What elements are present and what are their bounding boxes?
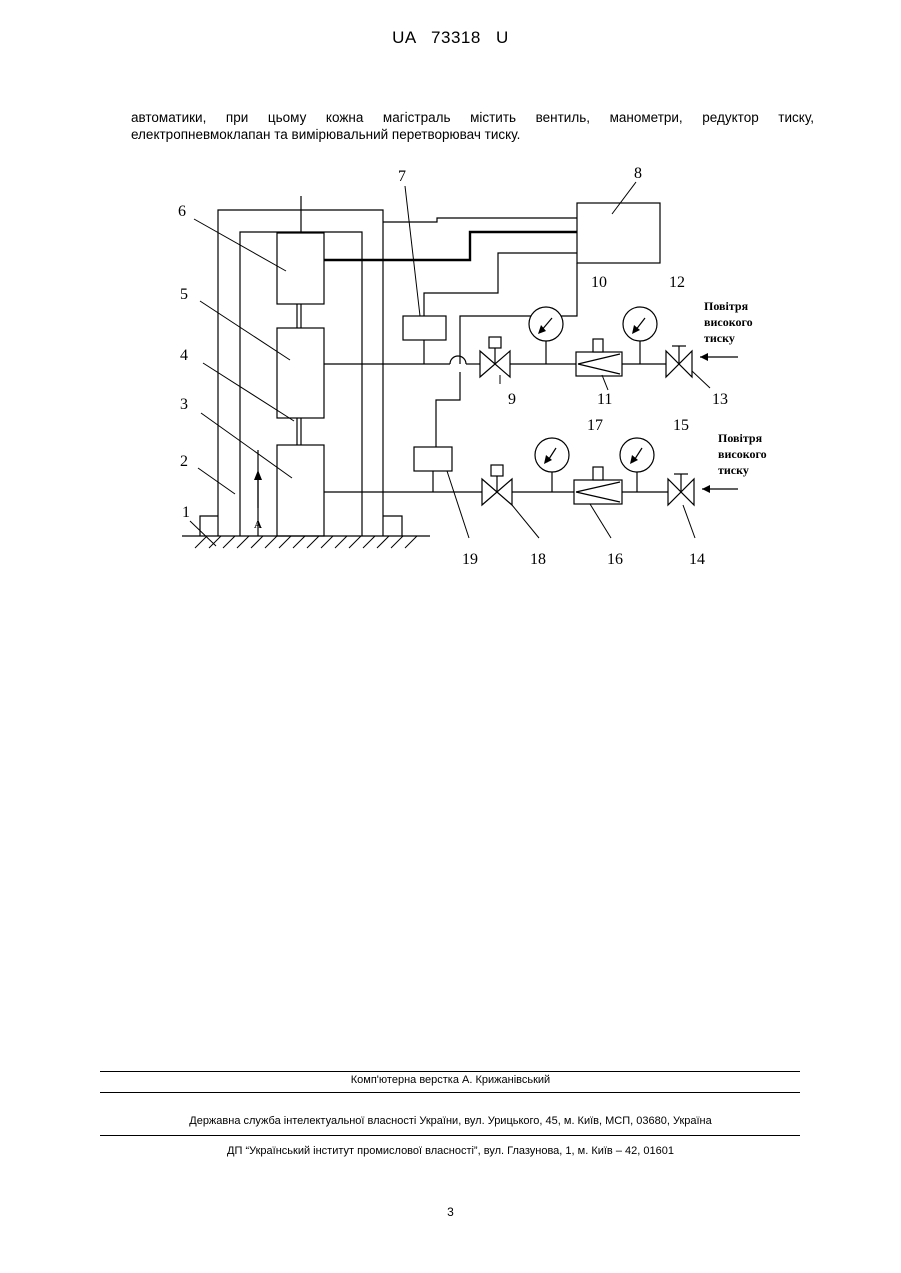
label-19: 19 <box>462 551 478 568</box>
label-12: 12 <box>669 274 685 291</box>
label-18: 18 <box>530 551 546 568</box>
label-13: 13 <box>712 391 728 408</box>
air-top-line-3: тиску <box>704 331 735 345</box>
signal-line-a <box>383 218 577 222</box>
block-6 <box>277 233 324 304</box>
label-8: 8 <box>634 165 642 182</box>
label-17: 17 <box>587 417 603 434</box>
label-3: 3 <box>180 396 188 413</box>
gauge-10 <box>529 307 563 341</box>
air-bottom-line-2: високого <box>718 447 767 461</box>
label-10: 10 <box>591 274 607 291</box>
block-8 <box>577 203 660 263</box>
block-7 <box>403 316 446 340</box>
air-bottom-line-1: Повітря <box>718 431 763 445</box>
ground-hatching <box>195 536 417 548</box>
label-9: 9 <box>508 391 516 408</box>
page-number: 3 <box>0 1205 901 1219</box>
test-stand-diagram: 6 5 4 3 2 1 7 8 10 12 9 11 13 17 15 19 1… <box>170 155 790 580</box>
label-6: 6 <box>178 203 186 220</box>
air-top-line-2: високого <box>704 315 753 329</box>
right-foot <box>383 516 402 536</box>
label-arrow-a: A <box>254 519 262 531</box>
air-arrowhead-bottom <box>702 485 710 493</box>
label-15: 15 <box>673 417 689 434</box>
signal-line-c <box>424 253 577 316</box>
label-2: 2 <box>180 453 188 470</box>
air-bottom-line-3: тиску <box>718 463 749 477</box>
diagram-svg: 6 5 4 3 2 1 7 8 10 12 9 11 13 17 15 19 1… <box>170 155 790 575</box>
patent-number-header: UA 73318 U <box>0 28 901 48</box>
block-3 <box>277 445 324 536</box>
layout-credit: Комп'ютерна верстка А. Крижанівський <box>0 1074 901 1086</box>
footer-rule-2 <box>100 1092 800 1093</box>
label-1: 1 <box>182 504 190 521</box>
air-arrowhead-top <box>700 353 708 361</box>
institute-address: ДП “Український інститут промислової вла… <box>0 1145 901 1157</box>
agency-address: Державна служба інтелектуальної власност… <box>0 1115 901 1127</box>
pipe-crossover <box>450 356 466 364</box>
block-5 <box>277 328 324 418</box>
footer-rule-1 <box>100 1071 800 1072</box>
block-19 <box>414 447 452 471</box>
label-4: 4 <box>180 347 188 364</box>
footer-rule-3 <box>100 1135 800 1136</box>
label-7: 7 <box>398 168 406 185</box>
label-14: 14 <box>689 551 705 568</box>
intro-paragraph: автоматики, при цьому кожна магістраль м… <box>131 109 814 143</box>
label-11: 11 <box>597 391 612 408</box>
arrow-a-head <box>254 470 262 480</box>
label-16: 16 <box>607 551 623 568</box>
label-5: 5 <box>180 286 188 303</box>
air-top-line-1: Повітря <box>704 299 749 313</box>
